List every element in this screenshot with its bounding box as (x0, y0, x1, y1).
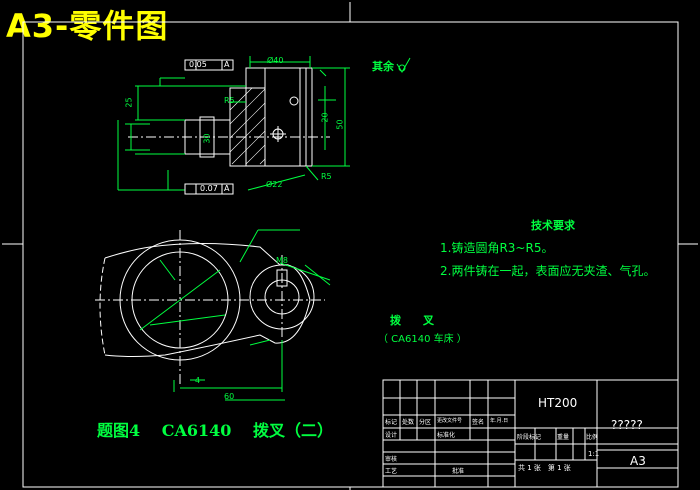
approve-label: 批准 (452, 468, 465, 475)
title-block (382, 379, 679, 488)
dim-radius-bottom: R5 (321, 172, 332, 181)
page-title: A3-零件图 (6, 7, 169, 45)
scale-value: 1:1 (588, 450, 600, 458)
row-label-doc: 更改文件号 (437, 418, 463, 424)
dim-50: 50 (335, 119, 345, 130)
row-label-count: 处数 (402, 419, 415, 426)
stage-mark-label: 阶段标记 (517, 434, 542, 441)
scale-label: 比例 (586, 434, 599, 441)
standardize-label: 标准化 (437, 432, 456, 439)
dim-radius-top: R5 (224, 96, 235, 105)
tolerance-value-2: 0.07 (200, 184, 218, 193)
tech-req-item-2: 2.两件铸在一起，表面应无夹渣、气孔。 (440, 264, 656, 278)
sheet-info: 共 1 张 第 1 张 (518, 464, 571, 472)
dim-20: 20 (320, 112, 330, 123)
dim-diameter-22: Ø22 (266, 180, 283, 189)
row-label-sign: 签名 (472, 419, 485, 426)
figure-caption: 题图4 CA6140 拨叉（二） (97, 421, 333, 440)
surface-note: 其余 (372, 60, 394, 73)
dim-25: 25 (124, 97, 134, 108)
part-name: 拨 叉 (390, 314, 434, 327)
row-label-date: 年.月.日 (490, 418, 509, 424)
drawing-number: ????? (611, 418, 643, 432)
tech-req-item-1: 1.铸造圆角R3~R5。 (440, 241, 554, 255)
dim-60: 60 (224, 392, 235, 401)
front-view (95, 229, 331, 401)
tolerance-datum-2: A (224, 184, 230, 193)
process-label: 工艺 (385, 468, 398, 475)
dim-4: 4 (195, 376, 201, 385)
weight-label: 重量 (557, 434, 570, 441)
dim-30: 30 (202, 133, 212, 144)
material-label: HT200 (538, 396, 578, 410)
surface-finish-symbol (396, 57, 411, 73)
review-label: 审核 (385, 456, 398, 463)
row-label-zone: 分区 (419, 419, 432, 426)
dim-m8: M8 (276, 256, 288, 265)
tech-req-title: 技术要求 (531, 219, 575, 232)
design-label: 设计 (385, 432, 398, 439)
tolerance-value-1: 0.05 (189, 60, 207, 69)
dim-diameter-40: Ø40 (267, 56, 284, 65)
tolerance-datum-1: A (224, 60, 230, 69)
machine-name: （ CA6140 车床 ） (378, 334, 467, 345)
row-label-mark: 标记 (385, 419, 398, 426)
sheet-size: A3 (630, 454, 646, 468)
section-view (117, 56, 350, 195)
